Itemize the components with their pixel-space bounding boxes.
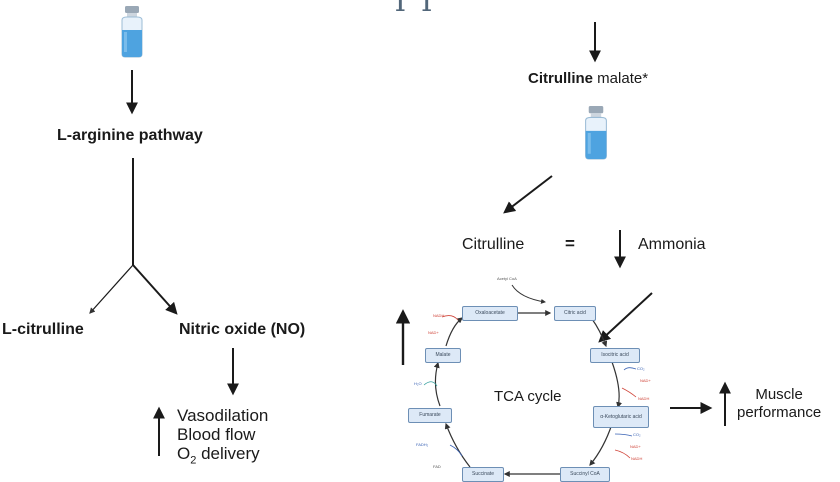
cofactor-arrow-co2-1: [623, 367, 637, 371]
cofactor-arrow-co2-2: [614, 433, 633, 437]
tca-arrow-succinate-fumarate: [444, 422, 471, 468]
cofactor-fad-label: FAD: [433, 464, 441, 469]
fumarate-box: Fumarate: [408, 408, 452, 423]
l-arginine-pathway-label: L-arginine pathway: [57, 127, 203, 144]
citrulline-malate-label: Citrulline malate*: [528, 70, 649, 87]
vasodilation-text: Vasodilation: [177, 406, 269, 425]
supplement-bottle-icon: [585, 106, 607, 160]
cofactor-fadh2-label: FADH₂: [416, 442, 429, 447]
malate-box: Malate: [425, 348, 461, 363]
vascular-effects-list: Vasodilation Blood flow O2 delivery: [177, 406, 268, 470]
blood-flow-text: Blood flow: [177, 425, 256, 444]
citrulline-label: Citrulline: [462, 236, 525, 253]
cofactor-arrow-nad-1: [441, 315, 459, 321]
o2-delivery-text: O2 delivery: [177, 444, 260, 467]
cofactor-arrow-h2o: [423, 381, 438, 387]
arrow-malate-to-citrulline: [503, 175, 553, 214]
muscle-performance-label: Muscle performance: [737, 386, 822, 421]
cofactor-nadh-label: NADH: [631, 456, 643, 461]
tca-arrow-malate-oxaloacetate: [445, 317, 463, 347]
tca-arrow-isocitric-akg: [611, 361, 623, 409]
cofactor-h2o-label: H₂O: [414, 381, 422, 386]
arrow-fork-to-citrulline: [89, 264, 134, 314]
cofactor-arrow-nadh-2: [621, 387, 637, 398]
cofactor-nadh-label: NADH: [638, 396, 650, 401]
l-citrulline-label: L-citrulline: [2, 321, 84, 338]
arrow-fork-to-nitric-oxide: [132, 264, 178, 315]
arrow-ammonia-into-cycle: [598, 292, 653, 343]
cofactor-co2-label: CO₂: [633, 432, 641, 437]
equals-sign: =: [565, 234, 575, 253]
oxaloacetate-box: Oxaloacetate: [462, 306, 518, 321]
cofactor-nad-label: NAD+: [630, 444, 641, 449]
cofactor-nad-label: NAD+: [428, 330, 439, 335]
acetyl-coa-label: Acetyl CoA: [497, 276, 517, 281]
tca-arrow-citric-isocitric: [591, 318, 608, 348]
isocitric-acid-box: Isocitric acid: [590, 348, 640, 363]
citric-acid-box: Citric acid: [554, 306, 596, 321]
cofactor-nadh-label: NADH: [433, 313, 445, 318]
cofactor-nad-label: NAD+: [640, 378, 651, 383]
cropped-heading-fragment: ı ı: [395, 0, 435, 19]
cofactor-arrow-fadh2: [449, 444, 463, 457]
supplement-bottle-icon: [121, 6, 143, 58]
cofactor-arrow-nadh-3: [614, 449, 631, 459]
tca-arrow-akg-succinylcoa: [589, 423, 613, 466]
cofactor-co2-label: CO₂: [637, 366, 645, 371]
nitric-oxide-label: Nitric oxide (NO): [179, 321, 306, 338]
tca-acetyl-coa-entry: [511, 284, 546, 304]
tca-arrow-fumarate-malate: [433, 361, 441, 407]
ammonia-label: Ammonia: [638, 236, 706, 253]
tca-cycle-label: TCA cycle: [494, 388, 562, 405]
alpha-ketoglutarate-box: α-Ketoglutaric acid: [593, 406, 649, 428]
